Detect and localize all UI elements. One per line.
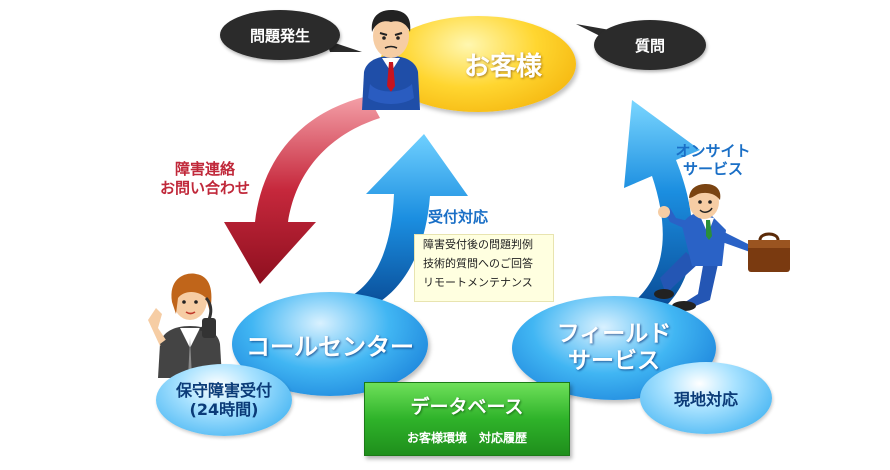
database-title: データベース [410, 396, 524, 418]
note-box: 障害受付後の問題判例 技術的質問へのご回答 リモートメンテナンス [414, 234, 554, 302]
customer-label: お客様 [463, 51, 542, 82]
red-arrow-label: 障害連絡 お問い合わせ [150, 160, 260, 198]
running-businessman-icon [654, 184, 790, 311]
problem-bubble-text: 問題発生 [249, 26, 310, 45]
question-bubble: 質問 [594, 20, 706, 70]
database-items: お客様環境 対応履歴 [406, 431, 527, 445]
problem-bubble: 問題発生 [220, 10, 340, 60]
question-bubble-text: 質問 [634, 36, 665, 55]
genchi-node: 現地対応 [640, 362, 772, 434]
operator-woman-icon [148, 273, 222, 378]
hoshu-line1: 保守障害受付 [175, 381, 272, 400]
genchi-label: 現地対応 [673, 390, 738, 409]
note-line-3: リモートメンテナンス [423, 276, 533, 289]
onsite-label: オンサイト サービス [668, 142, 758, 178]
red-arrow-label-line2: お問い合わせ [159, 179, 250, 197]
field-service-line2: サービス [567, 348, 660, 374]
hoshu-node: 保守障害受付 (24時間) [156, 364, 292, 436]
hoshu-line2: (24時間) [189, 400, 259, 419]
onsite-label-line2: サービス [682, 160, 743, 178]
hoshu-label: 保守障害受付 (24時間) [176, 381, 272, 419]
note-line-2: 技術的質問へのご回答 [423, 257, 533, 270]
note-line-1: 障害受付後の問題判例 [423, 238, 533, 251]
red-arrow-label-line1: 障害連絡 [174, 160, 235, 178]
database-box: データベース お客様環境 対応履歴 [364, 382, 570, 456]
field-service-line1: フィールド [556, 321, 672, 347]
red-arrow [224, 96, 380, 284]
businessman-worried-icon [362, 10, 420, 110]
blue-arrow-onsite [624, 100, 700, 304]
blue-arrow-reception [348, 134, 468, 304]
field-service-label: フィールド サービス [557, 321, 672, 375]
call-center-label: コールセンター [246, 332, 414, 361]
reception-label: 受付対応 [428, 208, 489, 226]
onsite-label-line1: オンサイト [675, 142, 751, 160]
